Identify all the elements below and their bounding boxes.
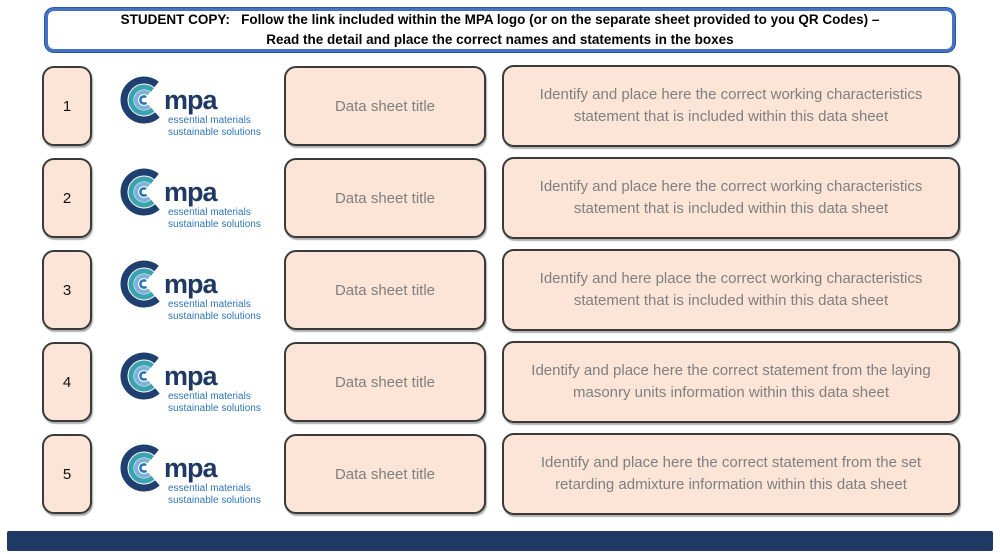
mpa-tagline-2: sustainable solutions (168, 127, 261, 138)
data-sheet-title-box[interactable]: Data sheet title (284, 250, 486, 330)
mpa-tagline-1: essential materials (168, 115, 251, 126)
mpa-logo-link[interactable]: mpa essential materials sustainable solu… (120, 438, 270, 510)
row-number-box: 2 (42, 158, 92, 238)
statement-label: Identify and place here the correct work… (539, 86, 923, 125)
row-number-label: 3 (62, 281, 72, 299)
statement-box[interactable]: Identify and place here the correct stat… (502, 341, 960, 423)
statement-box[interactable]: Identify and place here the correct work… (502, 157, 960, 239)
row-number-box: 4 (42, 342, 92, 422)
data-sheet-title-label: Data sheet title (334, 373, 436, 391)
mpa-logo-icon: mpa essential materials sustainable solu… (120, 76, 261, 138)
row-number-box: 5 (42, 434, 92, 514)
footer-accent-bar (7, 531, 993, 551)
instructions-line-1: STUDENT COPY: Follow the link included w… (120, 11, 880, 27)
mpa-logo-link[interactable]: mpa essential materials sustainable solu… (120, 346, 270, 418)
data-sheet-title-box[interactable]: Data sheet title (284, 66, 486, 146)
statement-box[interactable]: Identify and place here the correct work… (502, 65, 960, 147)
data-sheet-title-box[interactable]: Data sheet title (284, 158, 486, 238)
mpa-tagline-2: sustainable solutions (168, 495, 261, 506)
mpa-tagline-2: sustainable solutions (168, 311, 261, 322)
mpa-logo-text: mpa (164, 177, 219, 207)
mpa-logo-text: mpa (164, 269, 219, 299)
mpa-logo-arcs-icon (120, 168, 168, 216)
mpa-logo-icon: mpa essential materials sustainable solu… (120, 168, 261, 230)
mpa-tagline-1: essential materials (168, 299, 251, 310)
instructions-line-2: Read the detail and place the correct na… (266, 32, 734, 47)
mpa-logo-text: mpa (164, 361, 219, 391)
data-sheet-title-label: Data sheet title (334, 465, 436, 483)
row-number-label: 1 (62, 97, 72, 115)
mpa-logo-icon: mpa essential materials sustainable solu… (120, 260, 261, 322)
worksheet-row-1: 1 mpa essential materials sustainable so… (0, 60, 1000, 152)
worksheet-row-4: 4 mpa essential materials sustainable so… (0, 336, 1000, 428)
mpa-tagline-1: essential materials (168, 483, 251, 494)
statement-label: Identify and place here the correct stat… (540, 454, 922, 493)
data-sheet-title-label: Data sheet title (334, 189, 436, 207)
row-number-label: 4 (62, 373, 72, 391)
statement-box[interactable]: Identify and place here the correct stat… (502, 433, 960, 515)
statement-label: Identify and place here the correct stat… (531, 362, 931, 401)
statement-box[interactable]: Identify and here place the correct work… (502, 249, 960, 331)
data-sheet-title-box[interactable]: Data sheet title (284, 434, 486, 514)
mpa-logo-link[interactable]: mpa essential materials sustainable solu… (120, 70, 270, 142)
worksheet-row-2: 2 mpa essential materials sustainable so… (0, 152, 1000, 244)
row-number-label: 5 (62, 465, 72, 483)
worksheet-rows: 1 mpa essential materials sustainable so… (0, 60, 1000, 520)
mpa-logo-icon: mpa essential materials sustainable solu… (120, 352, 261, 414)
worksheet-row-3: 3 mpa essential materials sustainable so… (0, 244, 1000, 336)
data-sheet-title-label: Data sheet title (334, 97, 436, 115)
mpa-logo-link[interactable]: mpa essential materials sustainable solu… (120, 162, 270, 234)
mpa-logo-link[interactable]: mpa essential materials sustainable solu… (120, 254, 270, 326)
mpa-tagline-2: sustainable solutions (168, 219, 261, 230)
row-number-label: 2 (62, 189, 72, 207)
instructions-header: STUDENT COPY: Follow the link included w… (45, 8, 955, 52)
mpa-logo-text: mpa (164, 453, 219, 483)
row-number-box: 3 (42, 250, 92, 330)
mpa-tagline-1: essential materials (168, 391, 251, 402)
worksheet-row-5: 5 mpa essential materials sustainable so… (0, 428, 1000, 520)
row-number-box: 1 (42, 66, 92, 146)
data-sheet-title-box[interactable]: Data sheet title (284, 342, 486, 422)
mpa-tagline-2: sustainable solutions (168, 403, 261, 414)
mpa-tagline-1: essential materials (168, 207, 251, 218)
mpa-logo-icon: mpa essential materials sustainable solu… (120, 444, 261, 506)
statement-label: Identify and here place the correct work… (539, 270, 923, 309)
mpa-logo-text: mpa (164, 85, 219, 115)
statement-label: Identify and place here the correct work… (539, 178, 923, 217)
data-sheet-title-label: Data sheet title (334, 281, 436, 299)
